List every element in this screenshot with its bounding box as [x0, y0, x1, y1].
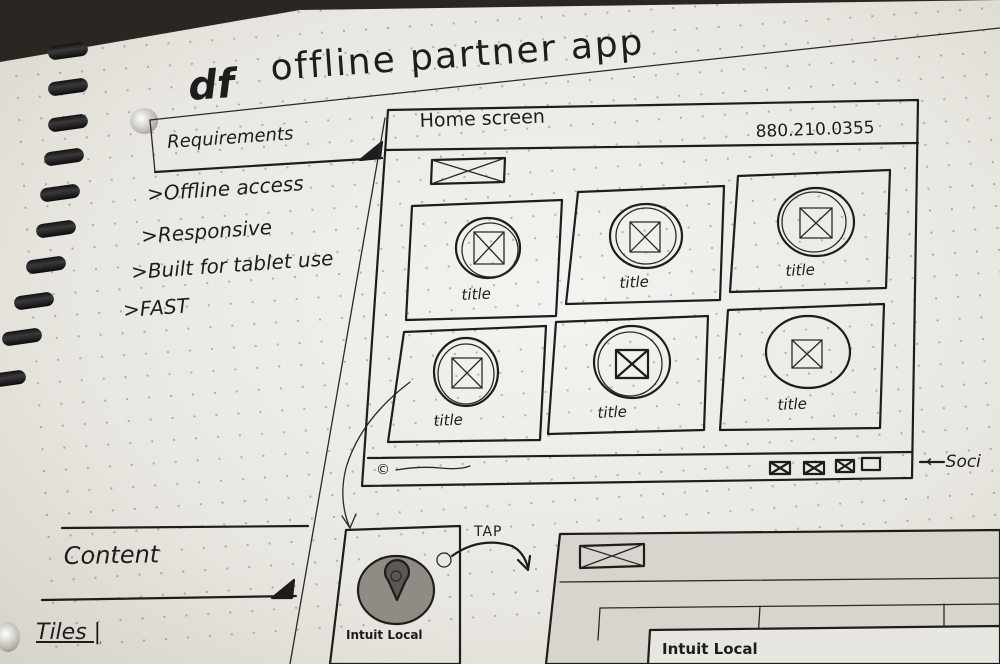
detail-title: Intuit Local — [662, 640, 758, 658]
tile-title: title — [619, 272, 650, 292]
logo-text: df — [186, 60, 236, 110]
content-heading: Content — [63, 540, 160, 570]
home-screen-label: Home screen — [419, 105, 546, 132]
tap-label: TAP — [474, 524, 503, 540]
punch-hole — [130, 108, 158, 134]
tile-title: title — [461, 284, 492, 304]
punch-hole — [0, 622, 20, 652]
tile-title: title — [433, 410, 464, 430]
side-note: ← Soci — [926, 452, 981, 472]
tile-title: title — [597, 402, 628, 422]
tile-title: title — [785, 260, 816, 280]
tile-detail-label: Intuit Local — [346, 628, 423, 642]
footer-copyright: © — [376, 462, 390, 478]
tile-title: title — [777, 394, 808, 414]
requirement-item: >FAST — [122, 293, 190, 322]
phone-number: 880.210.0355 — [755, 117, 875, 142]
tiles-label: Tiles | — [36, 620, 102, 645]
